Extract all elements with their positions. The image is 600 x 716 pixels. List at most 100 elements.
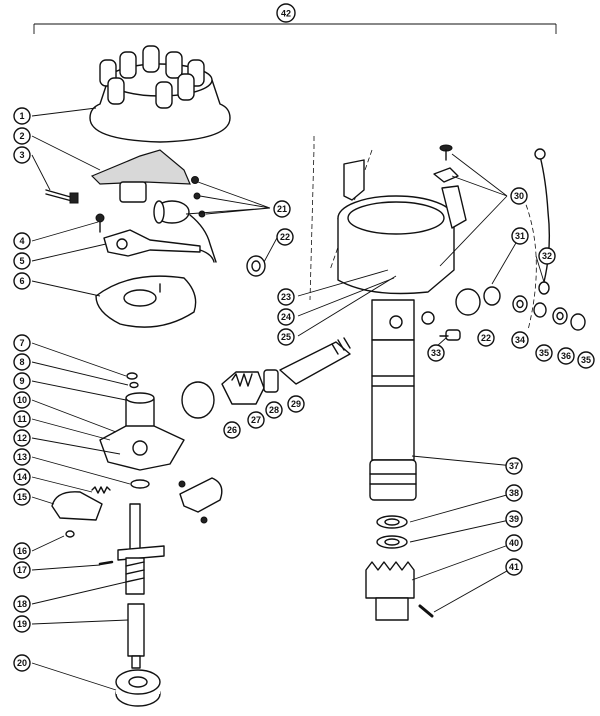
callout-circle bbox=[276, 228, 294, 246]
callout-label: 7 bbox=[19, 338, 24, 348]
callout-label: 29 bbox=[291, 399, 301, 409]
breaker-points bbox=[103, 229, 215, 263]
callout-label: 30 bbox=[514, 191, 524, 201]
callout-circle bbox=[13, 372, 31, 390]
callout-label: 24 bbox=[281, 312, 291, 322]
callout-label: 39 bbox=[509, 514, 519, 524]
callout-circle bbox=[538, 247, 556, 265]
callout-label: 8 bbox=[19, 357, 24, 367]
distributor-housing bbox=[309, 136, 467, 501]
callout-label: 31 bbox=[515, 231, 525, 241]
callout-6: 6 bbox=[13, 272, 31, 290]
callout-circle bbox=[13, 107, 31, 125]
advance-weight-left bbox=[51, 491, 103, 521]
condenser bbox=[153, 176, 217, 263]
callout-circle bbox=[477, 329, 495, 347]
drive-shaft-19 bbox=[127, 603, 145, 669]
callout-label: 40 bbox=[509, 538, 519, 548]
callout-circle bbox=[13, 146, 31, 164]
washer-39 bbox=[376, 535, 408, 549]
washer-35a bbox=[533, 302, 547, 318]
callout-label: 12 bbox=[17, 433, 27, 443]
callout-label: 14 bbox=[17, 472, 27, 482]
callout-1: 1 bbox=[13, 107, 31, 125]
callout-12: 12 bbox=[13, 429, 31, 447]
callout-26: 26 bbox=[223, 421, 241, 439]
screw-3 bbox=[45, 189, 79, 204]
callout-circle bbox=[13, 488, 31, 506]
callout-circle bbox=[265, 401, 283, 419]
callout-18: 18 bbox=[13, 595, 31, 613]
assembly-callout-label: 42 bbox=[281, 9, 291, 19]
washer-38 bbox=[376, 515, 408, 529]
breaker-plate bbox=[95, 275, 197, 328]
callout-circle bbox=[510, 187, 528, 205]
nut-36 bbox=[552, 307, 568, 325]
callout-3: 3 bbox=[13, 146, 31, 164]
callout-33: 33 bbox=[427, 344, 445, 362]
rotor bbox=[90, 149, 191, 203]
callout-34: 34 bbox=[511, 331, 529, 349]
callout-9: 9 bbox=[13, 372, 31, 390]
callout-28: 28 bbox=[265, 401, 283, 419]
callout-circle bbox=[427, 344, 445, 362]
callout-label: 20 bbox=[17, 658, 27, 668]
callout-label: 9 bbox=[19, 376, 24, 386]
callout-14: 14 bbox=[13, 468, 31, 486]
grease-fitting bbox=[439, 329, 461, 341]
callout-circle bbox=[13, 334, 31, 352]
callout-label: 15 bbox=[17, 492, 27, 502]
callout-circle bbox=[277, 328, 295, 346]
callout-13: 13 bbox=[13, 448, 31, 466]
callout-label: 28 bbox=[269, 405, 279, 415]
pin-17 bbox=[98, 560, 114, 566]
callout-label: 22 bbox=[481, 333, 491, 343]
callout-circle bbox=[577, 351, 595, 369]
callout-5: 5 bbox=[13, 252, 31, 270]
callout-circle bbox=[13, 391, 31, 409]
callout-31: 31 bbox=[511, 227, 529, 245]
pin-41 bbox=[418, 604, 434, 618]
drive-gear bbox=[365, 561, 415, 621]
callout-label: 11 bbox=[17, 414, 27, 424]
washer-8 bbox=[129, 381, 139, 389]
callout-label: 16 bbox=[17, 546, 27, 556]
callout-35: 35 bbox=[535, 344, 553, 362]
callout-17: 17 bbox=[13, 561, 31, 579]
callout-4: 4 bbox=[13, 232, 31, 250]
spring-13 bbox=[130, 479, 150, 489]
callout-label: 41 bbox=[509, 562, 519, 572]
callout-21: 21 bbox=[273, 200, 291, 218]
callout-circle bbox=[13, 615, 31, 633]
callout-22b: 22 bbox=[477, 329, 495, 347]
distributor-cap bbox=[89, 45, 231, 143]
callout-39: 39 bbox=[505, 510, 523, 528]
callout-label: 1 bbox=[19, 111, 24, 121]
callout-label: 2 bbox=[19, 131, 24, 141]
callout-circle bbox=[505, 558, 523, 576]
nut-35b bbox=[570, 313, 586, 331]
callout-circle bbox=[13, 468, 31, 486]
callout-40: 40 bbox=[505, 534, 523, 552]
callout-circle bbox=[273, 200, 291, 218]
callout-circle bbox=[247, 411, 265, 429]
callout-20: 20 bbox=[13, 654, 31, 672]
callout-36: 36 bbox=[557, 347, 575, 365]
bearing bbox=[115, 669, 161, 707]
callout-circle bbox=[13, 232, 31, 250]
callout-circle bbox=[13, 542, 31, 560]
spring-14 bbox=[91, 486, 111, 494]
callout-11: 11 bbox=[13, 410, 31, 428]
callout-label: 27 bbox=[251, 415, 261, 425]
callout-circle bbox=[13, 410, 31, 428]
callout-circle bbox=[13, 654, 31, 672]
callout-label: 38 bbox=[509, 488, 519, 498]
callout-circle bbox=[505, 457, 523, 475]
grommet bbox=[246, 255, 266, 277]
callout-circle bbox=[505, 484, 523, 502]
cam-assembly bbox=[99, 392, 185, 471]
callout-label: 33 bbox=[431, 348, 441, 358]
callout-label: 35 bbox=[581, 355, 591, 365]
callout-25: 25 bbox=[277, 328, 295, 346]
